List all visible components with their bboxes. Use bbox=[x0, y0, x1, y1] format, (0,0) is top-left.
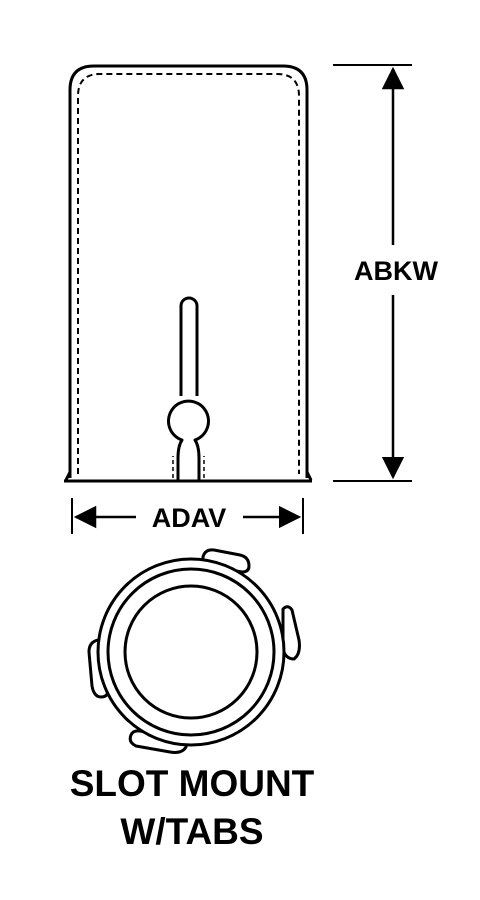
middle-ring bbox=[106, 567, 276, 737]
shield-inner-dashed bbox=[77, 73, 300, 474]
mounting-tab-right bbox=[281, 605, 301, 661]
mounting-tab-bottom bbox=[128, 729, 188, 754]
end-view bbox=[87, 548, 301, 754]
keyhole-slot bbox=[167, 399, 210, 481]
caption-line-2: W/TABS bbox=[120, 811, 264, 852]
shield-bottom-lip-right bbox=[305, 471, 313, 481]
caption-line-1: SLOT MOUNT bbox=[69, 763, 315, 804]
shield-outline bbox=[68, 64, 309, 478]
height-dimension bbox=[333, 64, 412, 482]
width-dimension bbox=[71, 498, 304, 534]
width-dimension-label: ADAV bbox=[152, 503, 227, 533]
inner-opening bbox=[123, 584, 259, 720]
keyhole-slot-stem bbox=[179, 296, 199, 396]
side-view bbox=[64, 64, 313, 483]
height-dimension-label: ABKW bbox=[354, 256, 438, 286]
shield-bottom-lip-left bbox=[64, 471, 72, 481]
keyhole-slot-dashed bbox=[172, 456, 205, 478]
